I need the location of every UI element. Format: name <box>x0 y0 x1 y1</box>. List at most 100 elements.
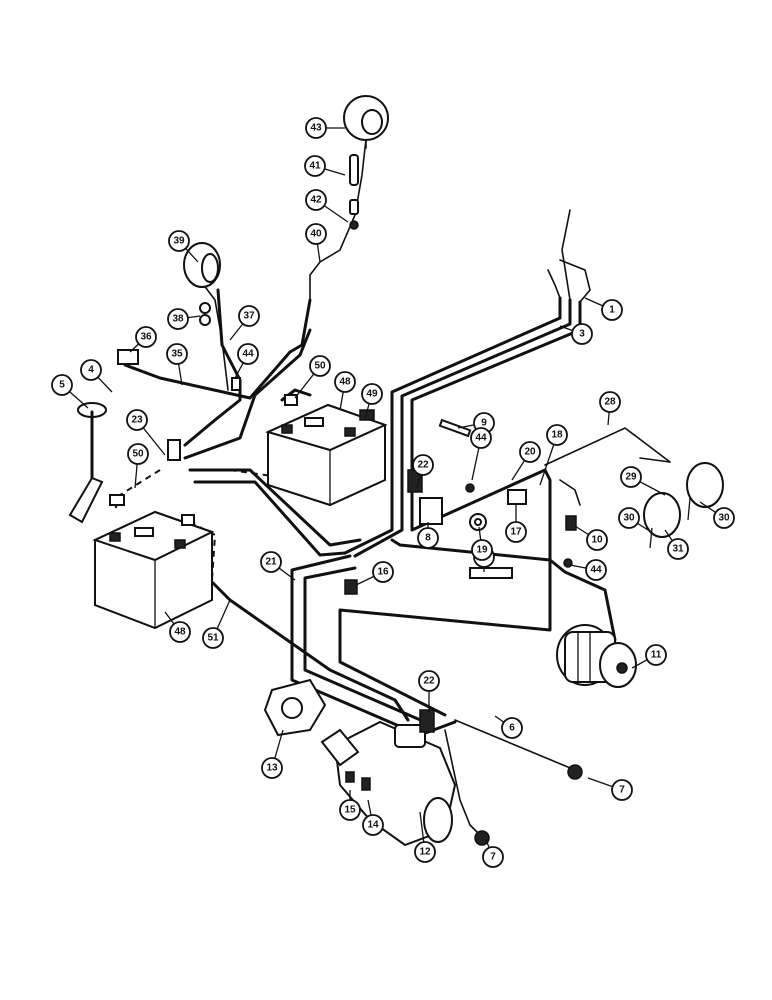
callout-circle <box>418 670 440 692</box>
callout-circle <box>519 441 541 463</box>
callout-label: 51 <box>207 633 219 644</box>
alternator <box>556 624 637 688</box>
callout-circle <box>417 527 439 549</box>
light-43 <box>343 95 389 149</box>
callout-label: 30 <box>623 513 635 524</box>
callout-group: 1324567789101112131415161718192021222223… <box>51 117 735 868</box>
callout-circle <box>501 717 523 739</box>
callout-c14: 14 <box>362 799 384 836</box>
callout-c16: 16 <box>355 561 394 586</box>
callout-c11: 11 <box>631 644 667 669</box>
starter-gasket <box>263 678 327 737</box>
callout-label: 44 <box>242 349 254 360</box>
callout-label: 9 <box>481 418 487 429</box>
callout-label: 20 <box>524 447 536 458</box>
callout-circle <box>135 326 157 348</box>
callout-c21: 21 <box>260 551 296 581</box>
callout-label: 11 <box>651 650 662 661</box>
callout-circle <box>126 409 148 431</box>
battery-top <box>265 403 388 507</box>
callout-circle <box>168 230 190 252</box>
callout-circle <box>237 343 259 365</box>
callout-circle <box>601 299 623 321</box>
callout-label: 50 <box>314 361 326 372</box>
callout-circle <box>599 391 621 413</box>
callout-label: 22 <box>423 676 435 687</box>
callout-circle <box>571 323 593 345</box>
callout-label: 44 <box>475 433 487 444</box>
callout-circle <box>304 155 326 177</box>
callout-label: 42 <box>310 195 322 206</box>
callout-c12: 12 <box>414 811 436 863</box>
callout-c22b: 22 <box>418 670 440 712</box>
callout-circle <box>167 308 189 330</box>
callout-c50a: 50 <box>294 355 331 399</box>
rear-lights <box>643 462 724 549</box>
callout-c31: 31 <box>664 529 689 560</box>
callout-circle <box>414 841 436 863</box>
callout-label: 23 <box>131 415 143 426</box>
callout-label: 15 <box>344 805 356 816</box>
light-39 <box>183 242 221 326</box>
callout-circle <box>611 779 633 801</box>
callout-label: 48 <box>339 377 351 388</box>
callout-circle <box>620 466 642 488</box>
callout-label: 12 <box>419 847 431 858</box>
callout-label: 19 <box>476 545 488 556</box>
callout-c19: 19 <box>471 526 493 561</box>
callout-label: 41 <box>309 161 321 172</box>
callout-c36: 36 <box>129 326 157 353</box>
callout-circle <box>169 621 191 643</box>
callout-c15: 15 <box>339 790 361 821</box>
callout-label: 50 <box>132 449 144 460</box>
callout-circle <box>334 371 356 393</box>
callout-c48a: 48 <box>334 371 356 411</box>
callout-label: 4 <box>88 365 94 376</box>
callout-label: 30 <box>718 513 730 524</box>
callout-c23: 23 <box>126 409 166 456</box>
callout-c29: 29 <box>620 466 666 496</box>
callout-c18: 18 <box>539 424 568 486</box>
callout-circle <box>412 454 434 476</box>
callout-label: 13 <box>266 763 278 774</box>
callout-c6: 6 <box>494 715 523 739</box>
callout-label: 39 <box>173 236 185 247</box>
callout-label: 43 <box>310 123 322 134</box>
callout-circle <box>309 355 331 377</box>
callout-circle <box>127 443 149 465</box>
callout-c3: 3 <box>559 323 593 345</box>
callout-c43: 43 <box>305 117 345 139</box>
callout-c50b: 50 <box>127 443 149 489</box>
callout-circle <box>51 374 73 396</box>
callout-circle <box>261 757 283 779</box>
callout-label: 35 <box>171 349 183 360</box>
fuel-sender <box>68 402 107 524</box>
callout-c20: 20 <box>511 441 541 481</box>
callout-circle <box>482 846 504 868</box>
callout-circle <box>713 507 735 529</box>
callout-label: 7 <box>490 852 496 863</box>
callout-circle <box>305 223 327 245</box>
callout-c40: 40 <box>305 223 327 263</box>
callout-label: 1 <box>609 305 615 316</box>
callout-c48b: 48 <box>164 611 191 643</box>
callout-label: 40 <box>310 229 322 240</box>
callout-c51: 51 <box>202 599 231 649</box>
callout-c30b: 30 <box>699 501 735 529</box>
callout-label: 21 <box>265 557 277 568</box>
callout-c42: 42 <box>305 189 349 223</box>
callout-label: 38 <box>172 314 184 325</box>
callout-label: 10 <box>591 535 603 546</box>
callout-label: 18 <box>551 430 563 441</box>
callout-c22a: 22 <box>412 454 434 489</box>
callout-c10: 10 <box>574 525 608 551</box>
callout-c44a: 44 <box>234 343 259 379</box>
callout-circle <box>362 814 384 836</box>
callout-c39: 39 <box>168 230 199 263</box>
callout-circle <box>260 551 282 573</box>
callout-circle <box>667 538 689 560</box>
callout-label: 7 <box>619 785 625 796</box>
callout-label: 14 <box>367 820 379 831</box>
callout-c38: 38 <box>167 308 201 330</box>
